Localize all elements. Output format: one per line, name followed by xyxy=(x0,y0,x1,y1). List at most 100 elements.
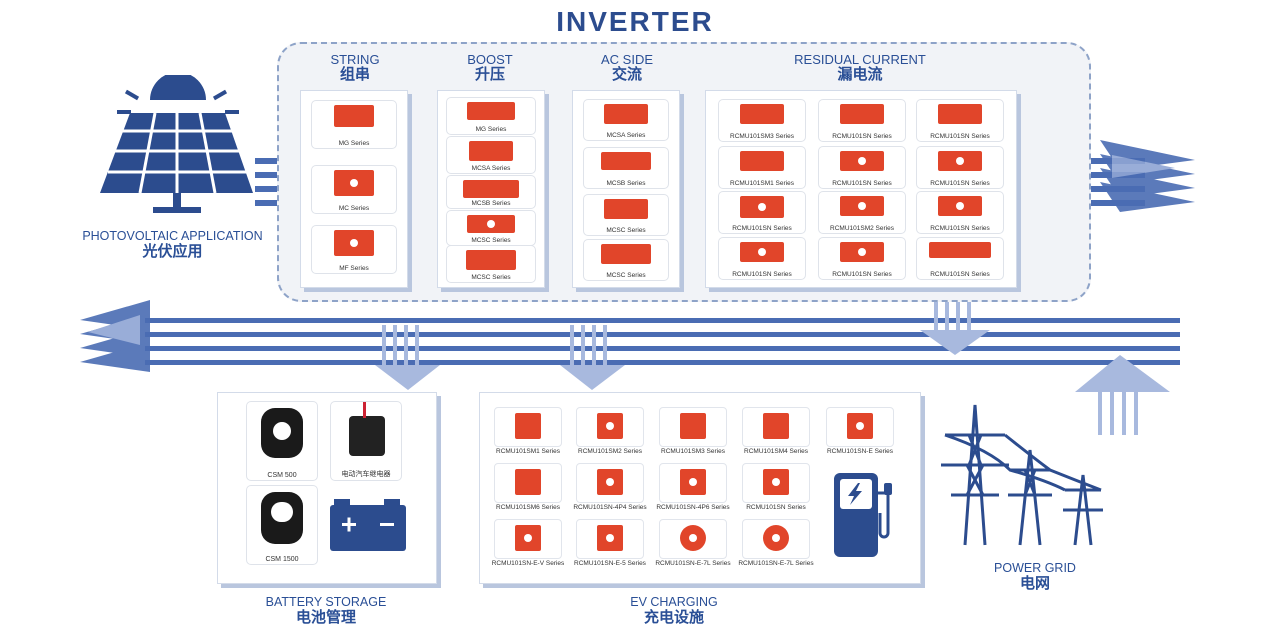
battery-panel: CSM 500 电动汽车继电器 CSM 1500 xyxy=(217,392,437,584)
ev-label-en: EV CHARGING xyxy=(630,595,718,609)
product-card[interactable]: 电动汽车继电器 xyxy=(330,401,402,481)
battery-icon xyxy=(330,499,406,551)
product-caption: RCMU101SM1 Series xyxy=(496,448,560,455)
product-caption: RCMU101SN-E Series xyxy=(826,448,894,455)
product-caption: MCSC Series xyxy=(606,272,646,279)
string-panel: MG Series MC Series MF Series xyxy=(300,90,408,288)
product-caption: MG Series xyxy=(475,126,507,133)
section-en: AC SIDE xyxy=(600,52,653,67)
product-caption: RCMU101SM4 Series xyxy=(744,448,808,455)
product-caption: MCSC Series xyxy=(471,274,511,281)
product-caption: MCSC Series xyxy=(606,227,646,234)
product-card[interactable]: MCSC Series xyxy=(583,194,669,236)
product-caption: RCMU101SM2 Series xyxy=(578,448,642,455)
product-caption: RCMU101SN Series xyxy=(832,271,892,278)
product-caption: RCMU101SN Series xyxy=(832,133,892,140)
section-zh: 漏电流 xyxy=(837,66,883,83)
ev-panel: RCMU101SM1 Series RCMU101SM2 Series RCMU… xyxy=(479,392,921,584)
product-caption: RCMU101SN-E-7L Series xyxy=(655,560,731,567)
product-caption: RCMU101SN-E-7L Series xyxy=(738,560,814,567)
product-caption: RCMU101SM3 Series xyxy=(730,133,794,140)
product-card[interactable]: MG Series xyxy=(446,97,536,135)
product-caption: MG Series xyxy=(338,140,370,147)
product-caption: MCSA Series xyxy=(606,132,646,139)
product-card[interactable]: MCSA Series xyxy=(446,136,536,174)
section-en: RESIDUAL CURRENT xyxy=(794,52,926,67)
product-card[interactable]: RCMU101SN Series xyxy=(718,237,806,280)
product-card[interactable]: CSM 500 xyxy=(246,401,318,481)
product-card[interactable]: RCMU101SN Series xyxy=(718,191,806,234)
power-grid-label-zh: 电网 xyxy=(1019,575,1050,592)
product-card[interactable]: RCMU101SM1 Series xyxy=(718,146,806,189)
product-caption: 电动汽车继电器 xyxy=(341,471,391,478)
product-caption: RCMU101SM2 Series xyxy=(830,225,894,232)
product-card[interactable]: RCMU101SN Series xyxy=(916,146,1004,189)
product-caption: RCMU101SN Series xyxy=(930,133,990,140)
product-card[interactable]: RCMU101SN Series xyxy=(818,146,906,189)
product-caption: MCSB Series xyxy=(606,180,646,187)
product-card[interactable]: RCMU101SN Series xyxy=(916,237,1004,280)
product-caption: RCMU101SM3 Series xyxy=(661,448,725,455)
section-zh: 交流 xyxy=(611,66,642,83)
section-title-residual: RESIDUAL CURRENT 漏电流 xyxy=(760,52,960,82)
product-card[interactable]: MCSC Series xyxy=(446,210,536,246)
power-grid-label: POWER GRID 电网 xyxy=(975,560,1095,592)
battery-label-zh: 电池管理 xyxy=(295,609,356,626)
product-card[interactable]: CSM 1500 xyxy=(246,485,318,565)
product-card[interactable]: MG Series xyxy=(311,100,397,149)
product-caption: MCSC Series xyxy=(471,237,511,244)
product-card[interactable]: MCSA Series xyxy=(583,99,669,141)
section-title-string: STRING 组串 xyxy=(300,52,410,82)
ev-label: EV CHARGING 充电设施 xyxy=(569,594,779,626)
product-caption: RCMU101SM6 Series xyxy=(496,504,560,511)
product-caption: RCMU101SN Series xyxy=(930,271,990,278)
page-title: INVERTER xyxy=(556,6,714,37)
product-caption: RCMU101SN-4P4 Series xyxy=(573,504,647,511)
section-zh: 组串 xyxy=(339,66,370,83)
ac-side-panel: MCSA Series MCSB Series MCSC Series MCSC… xyxy=(572,90,680,288)
product-card[interactable]: RCMU101SM2 Series xyxy=(818,191,906,234)
battery-label: BATTERY STORAGE 电池管理 xyxy=(217,594,435,626)
section-en: BOOST xyxy=(467,52,513,67)
product-caption: RCMU101SN Series xyxy=(930,180,990,187)
product-card[interactable]: RCMU101SM3 Series xyxy=(718,99,806,142)
product-card[interactable]: MCSB Series xyxy=(583,147,669,189)
residual-panel: RCMU101SM3 Series RCMU101SN Series RCMU1… xyxy=(705,90,1017,288)
section-zh: 升压 xyxy=(474,66,505,83)
product-caption: RCMU101SN Series xyxy=(732,225,792,232)
product-caption: CSM 1500 xyxy=(265,556,299,563)
product-caption: MCSB Series xyxy=(471,200,511,207)
product-card[interactable]: RCMU101SN Series xyxy=(818,237,906,280)
product-card[interactable]: RCMU101SN Series xyxy=(818,99,906,142)
product-card[interactable]: MCSB Series xyxy=(446,175,536,209)
product-caption: RCMU101SN Series xyxy=(832,180,892,187)
product-caption: RCMU101SN-E-V Series xyxy=(491,560,565,567)
solar-panel-icon xyxy=(100,75,253,213)
section-title-boost: BOOST 升压 xyxy=(435,52,545,82)
product-caption: RCMU101SM1 Series xyxy=(730,180,794,187)
product-caption: RCMU101SN Series xyxy=(930,225,990,232)
product-caption: RCMU101SN Series xyxy=(746,504,806,511)
photovoltaic-label: PHOTOVOLTAIC APPLICATION 光伏应用 xyxy=(70,228,275,260)
product-card[interactable]: MC Series xyxy=(311,165,397,214)
boost-panel: MG Series MCSA Series MCSB Series MCSC S… xyxy=(437,90,545,288)
product-card[interactable]: RCMU101SN Series xyxy=(916,191,1004,234)
section-title-ac-side: AC SIDE 交流 xyxy=(572,52,682,82)
product-caption: MC Series xyxy=(338,205,370,212)
product-caption: MF Series xyxy=(339,265,369,272)
power-grid-label-en: POWER GRID xyxy=(994,561,1076,575)
product-caption: RCMU101SN-4P6 Series xyxy=(656,504,730,511)
product-caption: RCMU101SN Series xyxy=(732,271,792,278)
photovoltaic-label-zh: 光伏应用 xyxy=(142,243,203,260)
battery-label-en: BATTERY STORAGE xyxy=(265,595,387,609)
photovoltaic-label-en: PHOTOVOLTAIC APPLICATION xyxy=(82,229,263,243)
product-caption: RCMU101SN-E-5 Series xyxy=(574,560,646,567)
product-card[interactable]: MF Series xyxy=(311,225,397,274)
ev-label-zh: 充电设施 xyxy=(643,609,704,626)
product-card[interactable]: RCMU101SN Series xyxy=(916,99,1004,142)
product-caption: MCSA Series xyxy=(471,165,511,172)
product-card[interactable]: MCSC Series xyxy=(446,245,536,283)
power-tower-icon xyxy=(941,404,1103,546)
ev-charger-icon xyxy=(834,473,892,557)
product-card[interactable]: MCSC Series xyxy=(583,239,669,281)
